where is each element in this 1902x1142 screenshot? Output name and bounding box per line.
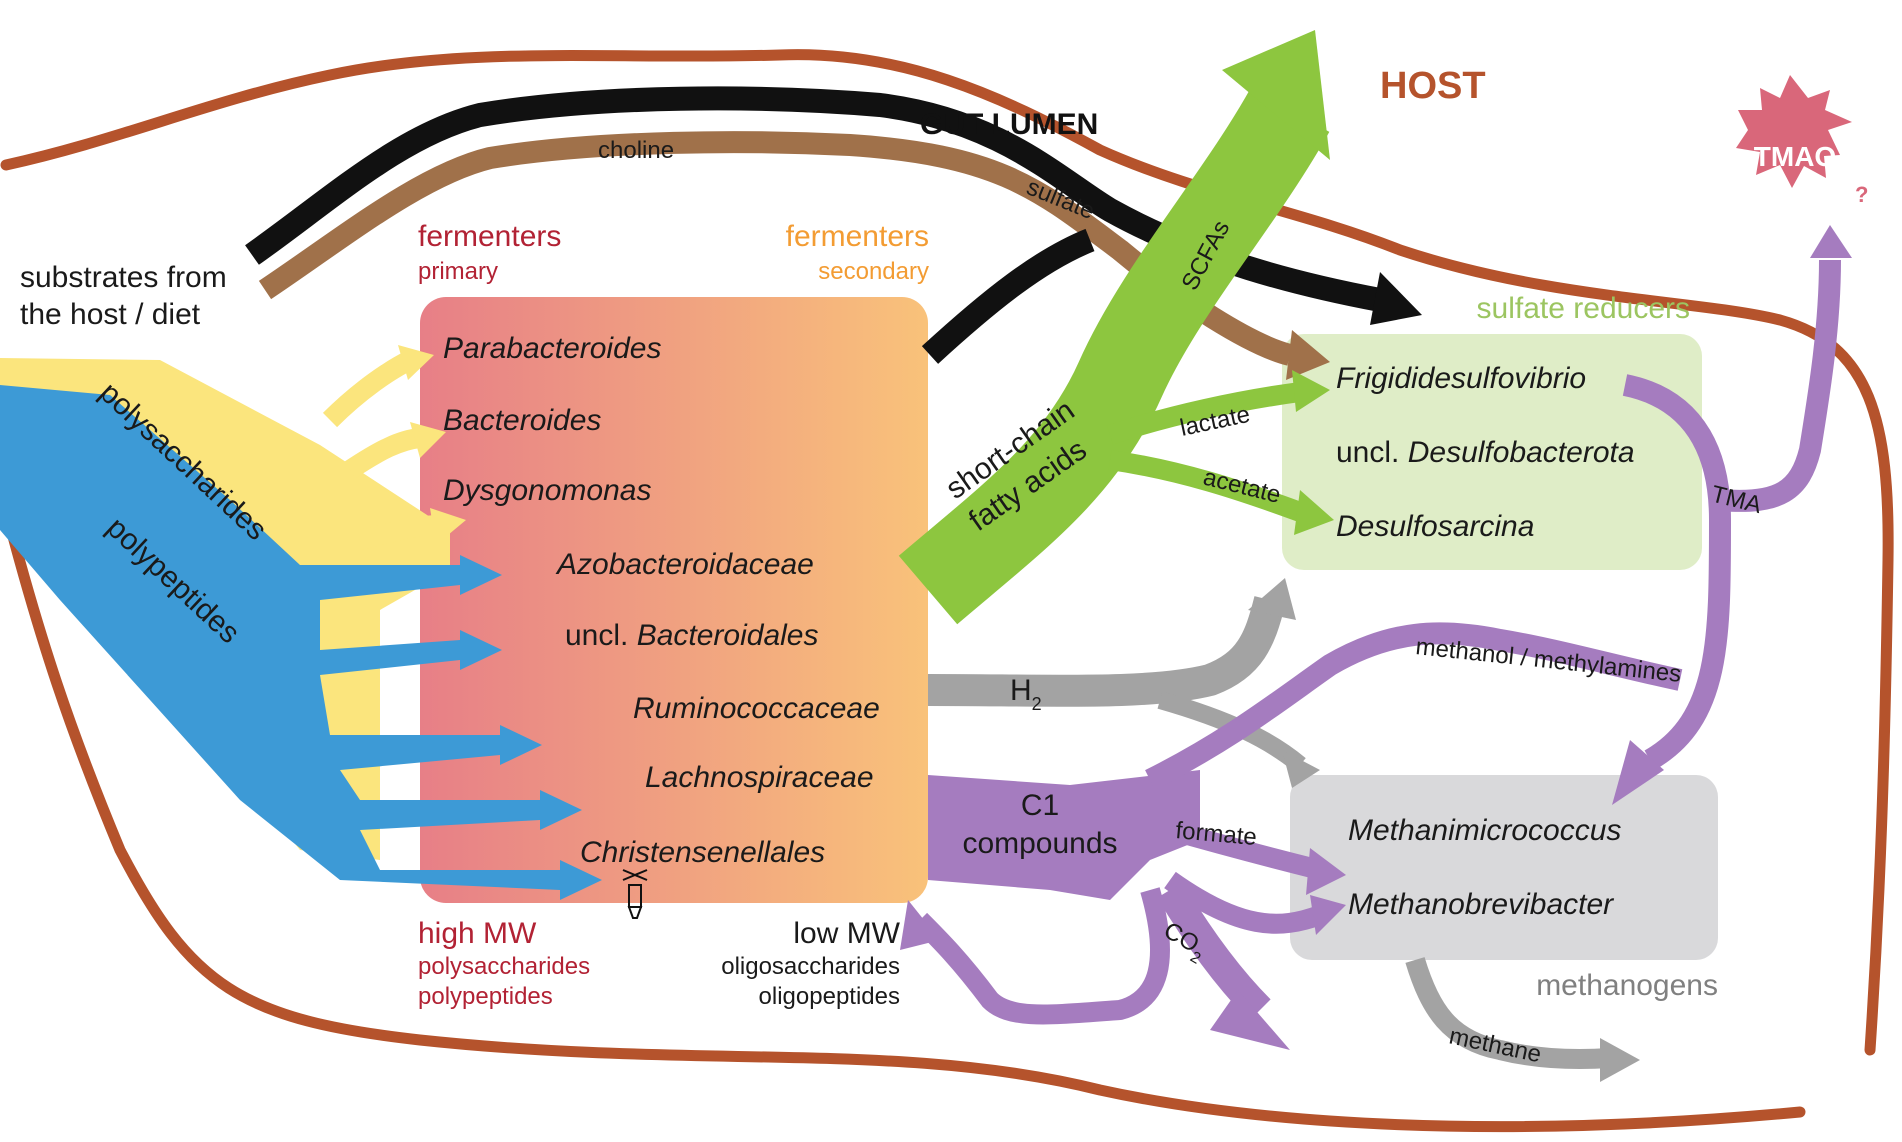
fermenters-secondary-title: fermenters <box>786 220 929 253</box>
methanogens-label: methanogens <box>1536 969 1718 1002</box>
substrates-line-1: substrates from <box>20 261 227 294</box>
polypeptides-arrow-5 <box>560 860 602 900</box>
methane-flow <box>1405 957 1611 1070</box>
high-mw-title: high MW <box>418 917 537 950</box>
tma-arrowhead <box>1612 740 1664 805</box>
low-mw-item-1: oligosaccharides <box>721 953 900 980</box>
tmao-starburst <box>1736 75 1852 188</box>
c1-line-1: C1 <box>1021 789 1059 822</box>
co2-release-arrowhead <box>1210 990 1290 1050</box>
polysaccharides-arrow-3 <box>430 508 466 545</box>
lactate-arrowhead <box>1292 370 1330 412</box>
fermenters-primary-title: fermenters <box>418 220 561 253</box>
polysaccharides-branch-1 <box>322 351 415 428</box>
taxon-frigididesulfovibrio: Frigididesulfovibrio <box>1336 362 1586 395</box>
choline-label: choline <box>598 137 674 164</box>
formate-label: formate <box>1174 817 1257 851</box>
polypeptides-arrow-2 <box>460 630 502 670</box>
taxon-azobacteroidaceae: Azobacteroidaceae <box>555 548 814 581</box>
taxon-lachnospiraceae: Lachnospiraceae <box>645 761 874 794</box>
polysaccharides-arrow-2 <box>410 422 446 458</box>
methane-arrowhead <box>1600 1038 1640 1082</box>
taxon-desulfobacterota: uncl. Desulfobacterota <box>1336 436 1635 469</box>
h2-label: H2 <box>1010 674 1042 714</box>
h2-flow <box>927 596 1286 707</box>
co2-flow <box>1164 871 1324 934</box>
polysaccharides-arrow-1 <box>398 345 434 380</box>
polysaccharides-branch-2 <box>344 428 422 479</box>
h2-arrowhead-down <box>1282 750 1320 788</box>
polypeptides-arrow-3 <box>500 725 542 765</box>
tma-to-tmao-flow <box>1719 259 1841 512</box>
methane-label: methane <box>1447 1022 1544 1068</box>
polypeptides-arrow-1 <box>460 555 502 595</box>
formate-flow <box>1167 820 1323 880</box>
taxon-bacteroidales: uncl. Bacteroidales <box>565 619 819 652</box>
fermenters-primary-sub: primary <box>418 258 498 285</box>
host-wall-bottom <box>0 504 1806 1133</box>
fermenters-box <box>420 297 928 903</box>
lactate-flow <box>1106 382 1302 445</box>
host-label: HOST <box>1380 65 1486 107</box>
taxon-dysgonomonas: Dysgonomonas <box>443 474 651 507</box>
polypeptides-arrow-4 <box>540 790 582 830</box>
sulfate-branch <box>921 228 1095 364</box>
taxon-bacteroides: Bacteroides <box>443 404 601 437</box>
low-mw-item-2: oligopeptides <box>759 983 900 1010</box>
fermenters-secondary-sub: secondary <box>818 258 929 285</box>
c1-line-2: compounds <box>962 827 1117 860</box>
sulfate-arrowhead <box>1370 272 1422 325</box>
high-mw-item-2: polypeptides <box>418 983 553 1010</box>
c1-band <box>928 770 1200 900</box>
tmao-label: TMAO <box>1754 141 1836 172</box>
c1-recycle-arrowhead <box>900 900 940 950</box>
tma-flow <box>1622 374 1732 770</box>
co2-release-flow <box>1157 882 1271 1021</box>
taxon-parabacteroides: Parabacteroides <box>443 332 661 365</box>
c1-recycle-flow <box>912 887 1170 1025</box>
substrates-line-2: the host / diet <box>20 298 201 331</box>
scfa-flow <box>898 87 1330 625</box>
scfa-arrowhead <box>1222 30 1330 160</box>
sulfate-reducers-box <box>1282 334 1702 570</box>
tmao-arrowhead <box>1810 225 1852 258</box>
polypeptides-band <box>0 385 560 890</box>
formate-arrowhead <box>1306 848 1346 895</box>
high-mw-item-1: polysaccharides <box>418 953 590 980</box>
acetate-arrowhead <box>1294 490 1334 535</box>
taxon-methanimicrococcus: Methanimicrococcus <box>1348 814 1621 847</box>
h2-arrowhead-up <box>1248 578 1296 620</box>
microscope-icon <box>622 869 648 919</box>
low-mw-title: low MW <box>793 917 900 950</box>
methanol-flow <box>1145 622 1683 790</box>
tmao-question: ? <box>1855 182 1868 207</box>
co2-arrowhead <box>1310 895 1346 935</box>
taxon-ruminococcaceae: Ruminococcaceae <box>633 692 880 725</box>
gut-lumen-label: GUT LUMEN <box>920 108 1098 141</box>
choline-arrowhead <box>1286 330 1330 380</box>
taxon-desulfosarcina: Desulfosarcina <box>1336 510 1534 543</box>
sulfate-reducers-label: sulfate reducers <box>1477 292 1690 325</box>
acetate-flow <box>1108 450 1304 522</box>
taxon-christensenellales: Christensenellales <box>580 836 825 869</box>
methanogens-box <box>1290 775 1718 960</box>
taxon-methanobrevibacter: Methanobrevibacter <box>1348 888 1614 921</box>
